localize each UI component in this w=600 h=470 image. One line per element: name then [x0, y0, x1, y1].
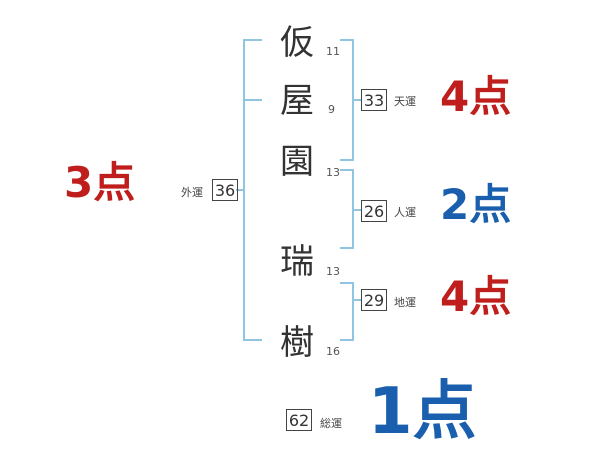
souun-score: 1点 [368, 375, 477, 449]
kanji-char: 園 [280, 142, 314, 182]
stroke-count: 13 [326, 166, 340, 179]
tenun-value: 33 [361, 89, 387, 111]
kanji-char: 瑞 [280, 242, 314, 282]
gaiun-label: 外運 [181, 186, 203, 199]
jinun-bracket [340, 169, 354, 249]
chiun-label: 地運 [394, 296, 416, 309]
gaiun-score: 3点 [64, 158, 136, 207]
chiun-bracket [340, 282, 354, 341]
souun-label: 総運 [320, 417, 342, 430]
kanji-char: 樹 [280, 323, 314, 363]
tenun-label: 天運 [394, 95, 416, 108]
chiun-value: 29 [361, 289, 387, 311]
jinun-label: 人運 [394, 206, 416, 219]
souun-value: 62 [286, 409, 312, 431]
stroke-count: 9 [328, 103, 335, 116]
tenun-score: 4点 [440, 72, 512, 121]
tenun-bracket [340, 39, 354, 161]
stroke-count: 11 [326, 45, 340, 58]
jinun-score: 2点 [440, 180, 512, 229]
outer-bracket [243, 39, 262, 341]
stroke-count: 16 [326, 345, 340, 358]
chiun-score: 4点 [440, 272, 512, 321]
jinun-value: 26 [361, 200, 387, 222]
gaiun-value: 36 [212, 179, 238, 201]
stroke-count: 13 [326, 265, 340, 278]
kanji-char: 仮 [280, 23, 314, 63]
kanji-char: 屋 [280, 81, 314, 121]
